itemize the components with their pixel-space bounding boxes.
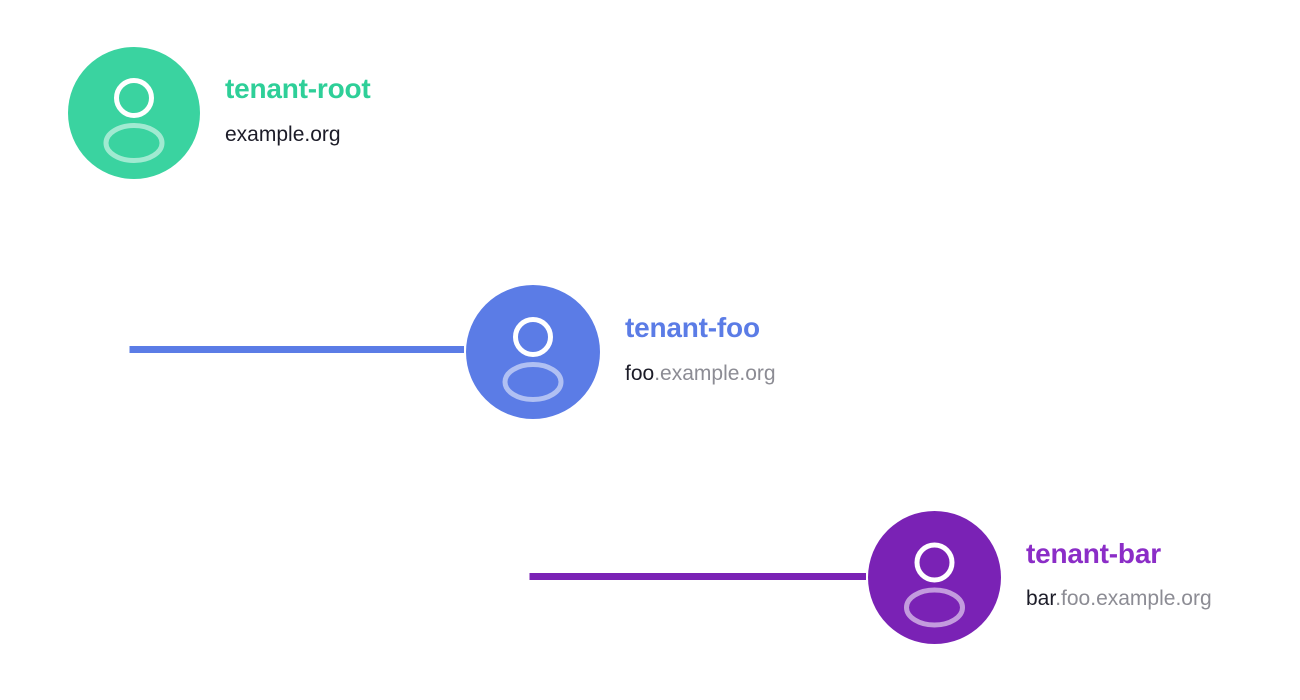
node-label-block: tenant-foo foo.example.org	[625, 312, 776, 385]
node-title: tenant-root	[225, 73, 371, 105]
avatar	[868, 511, 1001, 644]
node-tenant-bar[interactable]: tenant-bar bar.foo.example.org	[868, 511, 1212, 644]
node-label-block: tenant-root example.org	[225, 73, 371, 146]
node-domain-head: example.org	[225, 122, 341, 146]
node-domain-head: foo	[625, 361, 655, 385]
node-domain: bar.foo.example.org	[1026, 586, 1212, 611]
node-title: tenant-bar	[1026, 537, 1161, 569]
node-tenant-root[interactable]: tenant-root example.org	[68, 47, 371, 179]
node-domain-tail: .foo.example.org	[1055, 587, 1212, 610]
node-title: tenant-foo	[625, 312, 760, 344]
user-avatar-icon	[502, 317, 564, 402]
node-label-block: tenant-bar bar.foo.example.org	[1026, 538, 1212, 611]
connector-root-to-foo	[129, 195, 464, 353]
user-avatar-icon	[103, 78, 165, 163]
node-domain-tail: .example.org	[654, 361, 776, 385]
node-domain: foo.example.org	[625, 361, 776, 386]
user-avatar-icon	[904, 542, 965, 628]
node-domain-head: bar	[1026, 587, 1056, 610]
node-tenant-foo[interactable]: tenant-foo foo.example.org	[466, 285, 776, 419]
connector-foo-to-bar	[529, 419, 866, 580]
node-domain: example.org	[225, 122, 371, 147]
avatar	[68, 47, 200, 179]
avatar	[466, 285, 600, 419]
